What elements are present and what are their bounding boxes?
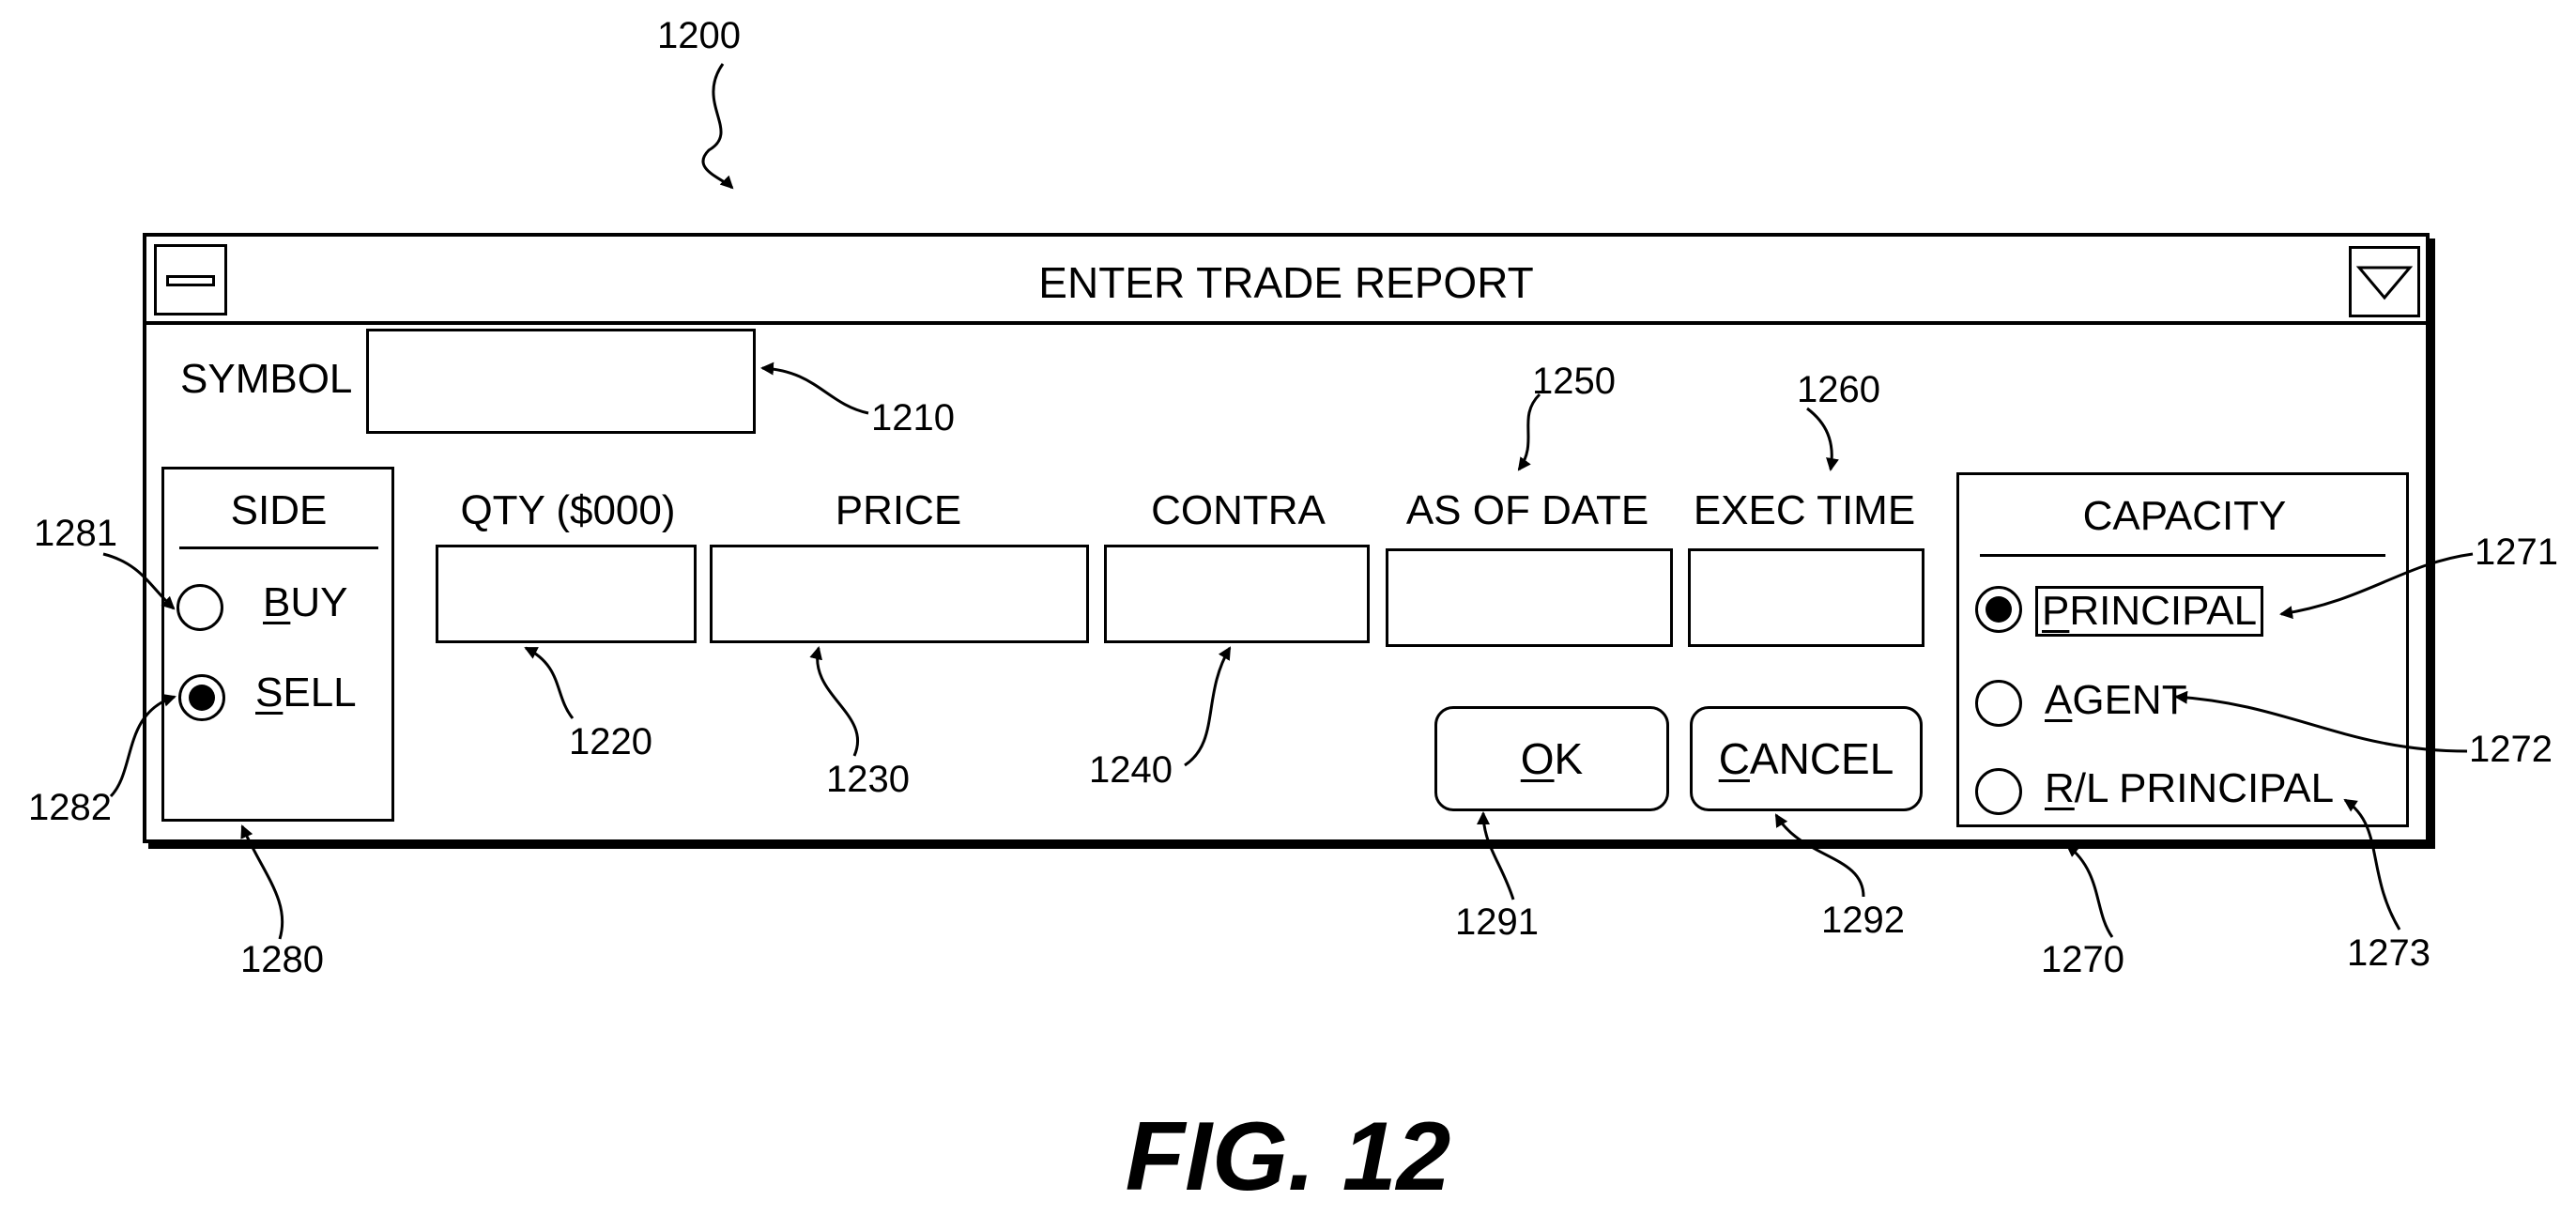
- system-menu-button[interactable]: [154, 244, 227, 316]
- symbol-input[interactable]: [366, 329, 756, 434]
- contra-ref: 1240: [1089, 749, 1173, 791]
- exec-time-ref: 1260: [1797, 369, 1880, 410]
- as-of-date-input[interactable]: [1386, 548, 1673, 647]
- window-title: ENTER TRADE REPORT: [1038, 258, 1534, 307]
- figure-ref: 1200: [657, 15, 741, 56]
- agent-ref: 1272: [2469, 729, 2553, 770]
- title-bar: ENTER TRADE REPORT: [146, 237, 2426, 325]
- principal-label[interactable]: PRINCIPAL: [2035, 586, 2264, 637]
- qty-ref: 1220: [569, 721, 652, 762]
- side-ref: 1280: [240, 939, 324, 980]
- exec-time-label: EXEC TIME: [1693, 487, 1916, 533]
- capacity-divider: [1980, 554, 2385, 557]
- as-of-date-ref: 1250: [1532, 361, 1616, 402]
- side-divider: [179, 546, 378, 549]
- principal-radio[interactable]: [1975, 586, 2022, 633]
- symbol-ref: 1210: [871, 397, 955, 439]
- cancel-ref: 1292: [1821, 900, 1905, 941]
- system-menu-icon: [166, 275, 215, 286]
- buy-label[interactable]: BUY: [263, 579, 348, 625]
- contra-label: CONTRA: [1151, 487, 1326, 533]
- leader-1280: [240, 824, 284, 940]
- leader-1270: [2065, 843, 2114, 938]
- price-label: PRICE: [835, 487, 962, 533]
- down-triangle-icon: [2355, 266, 2414, 300]
- agent-label[interactable]: AGENT: [2045, 677, 2187, 723]
- rl-principal-ref: 1273: [2347, 932, 2430, 974]
- contra-input[interactable]: [1104, 545, 1370, 643]
- side-group: SIDE: [161, 467, 394, 822]
- price-ref: 1230: [826, 759, 910, 800]
- sell-label[interactable]: SELL: [255, 670, 357, 716]
- rl-principal-radio[interactable]: [1975, 768, 2022, 815]
- rl-principal-label[interactable]: R/L PRINCIPAL: [2045, 765, 2335, 811]
- capacity-ref: 1270: [2041, 939, 2124, 980]
- symbol-label: SYMBOL: [180, 356, 353, 402]
- capacity-group: CAPACITY: [1956, 472, 2409, 827]
- side-title: SIDE: [230, 487, 328, 533]
- dropdown-button[interactable]: [2349, 246, 2420, 317]
- leader-1200: [701, 63, 734, 190]
- buy-ref: 1281: [34, 513, 117, 554]
- sell-radio[interactable]: [178, 674, 225, 721]
- as-of-date-label: AS OF DATE: [1405, 487, 1649, 533]
- capacity-title: CAPACITY: [2082, 493, 2287, 539]
- exec-time-input[interactable]: [1688, 548, 1924, 647]
- figure-caption: FIG. 12: [1125, 1102, 1451, 1211]
- buy-radio[interactable]: [176, 584, 223, 631]
- sell-ref: 1282: [28, 787, 112, 828]
- agent-radio[interactable]: [1975, 680, 2022, 727]
- price-input[interactable]: [710, 545, 1089, 643]
- qty-input[interactable]: [436, 545, 697, 643]
- qty-label: QTY ($000): [460, 487, 676, 533]
- ok-ref: 1291: [1455, 901, 1539, 943]
- principal-ref: 1271: [2475, 531, 2558, 573]
